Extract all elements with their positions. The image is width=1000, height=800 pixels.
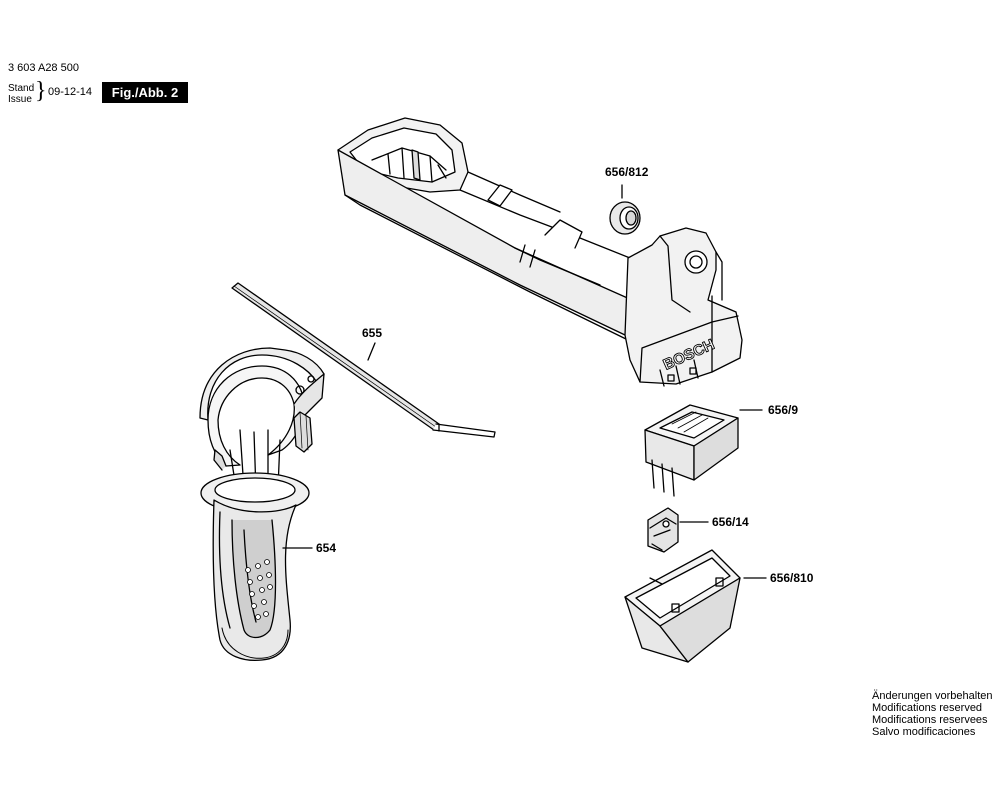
filter-insert xyxy=(644,404,739,497)
issue-date: 09-12-14 xyxy=(48,86,93,98)
grommet-ring xyxy=(609,201,641,235)
depth-rod xyxy=(231,282,496,438)
label-656-14: 656/14 xyxy=(712,515,749,529)
figure-badge: Fig./Abb. 2 xyxy=(102,82,188,103)
label-656-810: 656/810 xyxy=(770,571,814,585)
label-656-9: 656/9 xyxy=(768,403,798,417)
label-655: 655 xyxy=(362,326,382,340)
leader-655 xyxy=(367,342,376,361)
modifications-notice: Änderungen vorbehalten Modifications res… xyxy=(872,690,992,738)
issue-label: Issue xyxy=(8,94,32,105)
auxiliary-handle xyxy=(199,347,325,662)
dust-extraction-arm: BOSCH xyxy=(337,117,743,387)
notice-line-en: Modifications reserved xyxy=(872,702,983,714)
label-656-812: 656/812 xyxy=(605,165,649,179)
label-654: 654 xyxy=(316,541,336,555)
brace-glyph: } xyxy=(35,78,47,104)
notice-line-es: Salvo modificaciones xyxy=(872,726,976,738)
notice-line-de: Änderungen vorbehalten xyxy=(872,690,993,702)
dust-box xyxy=(624,549,741,663)
stand-issue-label: Stand Issue xyxy=(8,83,34,105)
notice-line-fr: Modifications reservees xyxy=(872,714,988,726)
part-number: 3 603 A28 500 xyxy=(8,62,79,74)
latch-clip xyxy=(647,507,679,553)
stand-label: Stand xyxy=(8,83,35,94)
